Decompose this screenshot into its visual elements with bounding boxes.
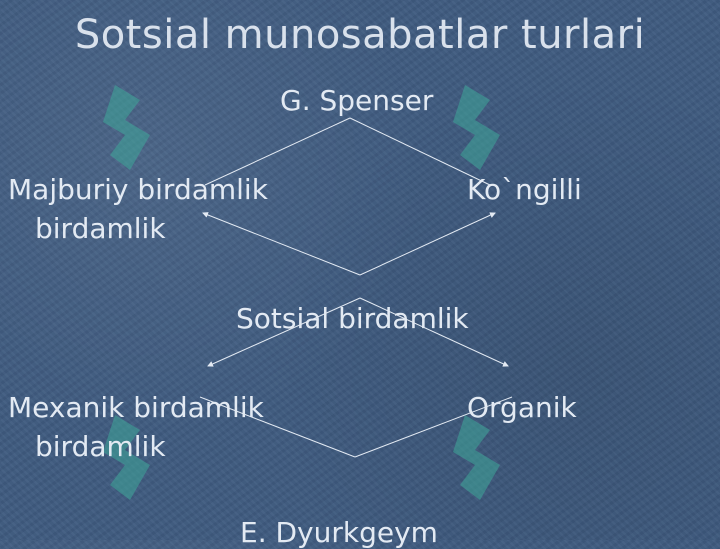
slide-title: Sotsial munosabatlar turlari	[74, 12, 646, 58]
social-solidarity-label: Sotsial birdamlik	[236, 302, 469, 335]
organic-solidarity-label: Organik	[467, 391, 577, 424]
connector-line	[354, 396, 513, 458]
connector-line	[359, 212, 496, 276]
watermark-logo-icon	[103, 85, 150, 170]
connector-line	[204, 117, 351, 186]
connector-line	[202, 212, 361, 276]
watermark-logo-icon	[103, 415, 150, 500]
voluntary-solidarity-label: Ko`ngilli	[467, 173, 582, 206]
forced-solidarity-label-cont: birdamlik	[35, 212, 166, 245]
author-durkheim-label: E. Dyurkgeym	[240, 516, 438, 549]
author-spencer-label: G. Spenser	[280, 84, 434, 117]
connector-line	[199, 396, 356, 458]
forced-solidarity-label: Majburiy birdamlik	[8, 173, 268, 206]
watermark-logo-icon	[453, 85, 500, 170]
watermark-logo-icon	[453, 415, 500, 500]
mechanical-solidarity-label-cont: birdamlik	[35, 430, 166, 463]
connector-line	[359, 297, 509, 367]
mechanical-solidarity-label: Mexanik birdamlik	[8, 391, 264, 424]
connector-line	[207, 297, 361, 367]
connector-line	[349, 117, 491, 186]
